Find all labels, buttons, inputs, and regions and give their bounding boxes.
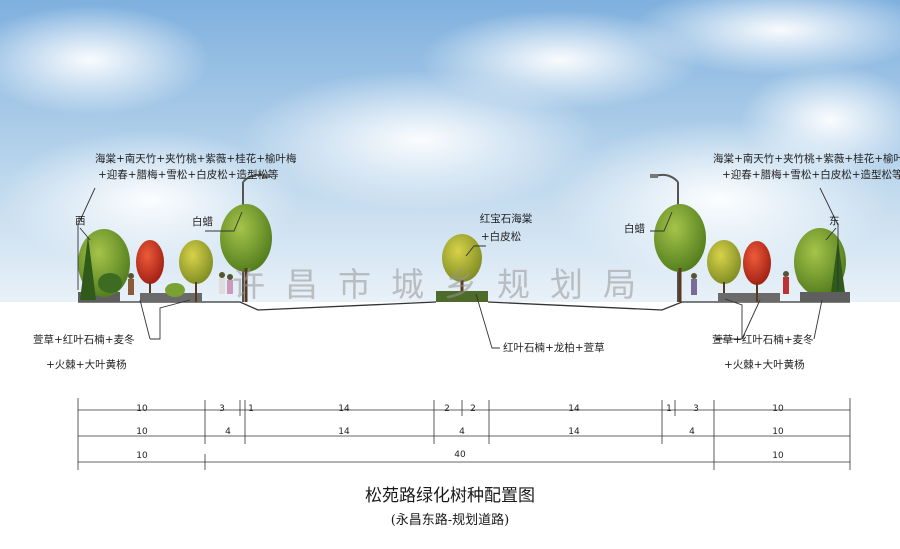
west-ground-label-line-2: +火棘+大叶黄杨 [46, 359, 127, 371]
dim-row2-0: 10 [136, 427, 148, 437]
diagram-title: 松苑路绿化树种配置图 [365, 486, 535, 506]
east-ground-label-line-2: +火棘+大叶黄杨 [724, 359, 805, 371]
dim-row1-8: 3 [693, 404, 699, 414]
west-shrub-label-line-1: 海棠+南天竹+夹竹桃+紫薇+桂花+榆叶梅 [95, 153, 297, 165]
dim-row2-4: 14 [568, 427, 580, 437]
east-ground-label-line-1: 萱草+红叶石楠+麦冬 [712, 334, 814, 346]
west-planting-group [78, 204, 272, 302]
dim-row1-4: 2 [444, 404, 450, 414]
dim-row1-3: 14 [338, 404, 350, 414]
median-tree-label-line-2: +白皮松 [480, 231, 522, 243]
west-shrub-label-line-2: +迎春+腊梅+雪松+白皮松+造型松等 [98, 169, 279, 181]
dim-row3-2: 10 [772, 451, 784, 461]
dim-row1-5: 2 [470, 404, 476, 414]
baila-left-label: 白蜡 [192, 216, 213, 228]
east-shrub-label-line-2: +迎春+腊梅+雪松+白皮松+造型松等 [722, 169, 900, 181]
dim-row2-5: 4 [689, 427, 695, 437]
east-planting-group [654, 204, 850, 302]
dim-row2-6: 10 [772, 427, 784, 437]
baila-right-label: 白蜡 [624, 223, 645, 235]
east-direction-label: 东 [829, 215, 840, 227]
dim-row1-1: 3 [219, 404, 225, 414]
west-ground-label-line-1: 萱草+红叶石楠+麦冬 [33, 334, 135, 346]
west-direction-label: 西 [75, 215, 86, 227]
median-tree-label-line-1: 红宝石海棠 [479, 213, 533, 225]
dim-row1-0: 10 [136, 404, 148, 414]
dim-row2-3: 4 [459, 427, 465, 437]
dim-row3-0: 10 [136, 451, 148, 461]
diagram-subtitle: (永昌东路-规划道路) [390, 513, 510, 528]
east-shrub-label-line-1: 海棠+南天竹+夹竹桃+紫薇+桂花+榆叶梅 [713, 153, 900, 165]
dim-row1-6: 14 [568, 404, 580, 414]
median-ground-label: 红叶石楠+龙柏+萱草 [503, 342, 605, 354]
watermark: 许昌市城乡规划局 [232, 265, 656, 304]
dim-row1-7: 1 [666, 404, 672, 414]
dimension-lines [77, 398, 851, 470]
median-planting-group [436, 234, 488, 302]
dim-row1-2: 1 [248, 404, 254, 414]
dim-row3-1: 40 [454, 450, 466, 460]
dim-row2-1: 4 [225, 427, 231, 437]
dim-row2-2: 14 [338, 427, 350, 437]
leader-lines [77, 187, 839, 349]
dim-row1-9: 10 [772, 404, 784, 414]
